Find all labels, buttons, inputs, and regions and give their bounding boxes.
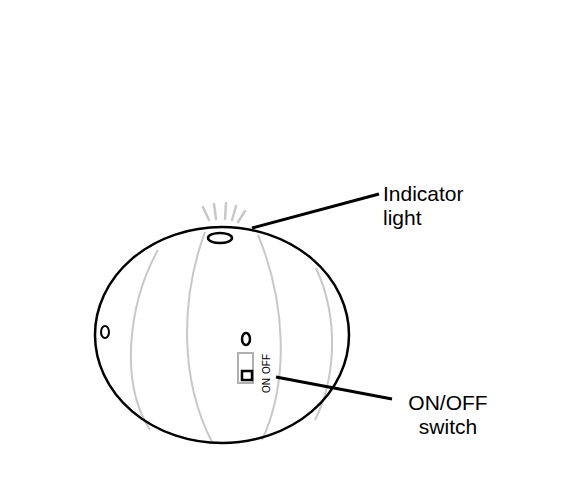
sphere-meridians — [131, 232, 332, 442]
switch-state-label: OFF — [262, 354, 274, 374]
side-hole — [101, 326, 109, 338]
leader-line — [252, 194, 379, 228]
switch-marking: ON OFF — [262, 341, 274, 393]
light-rays — [203, 203, 245, 222]
switch-state-label: ON — [262, 378, 274, 393]
switch-slider — [242, 371, 252, 380]
switch-hole — [242, 333, 250, 345]
indicator-light — [208, 233, 232, 243]
switch-housing — [238, 353, 253, 383]
leader-line — [276, 377, 392, 399]
callout-label: ON/OFF switch — [388, 391, 508, 438]
callout-label: Indicator light — [383, 182, 495, 229]
sphere-body — [95, 227, 349, 443]
